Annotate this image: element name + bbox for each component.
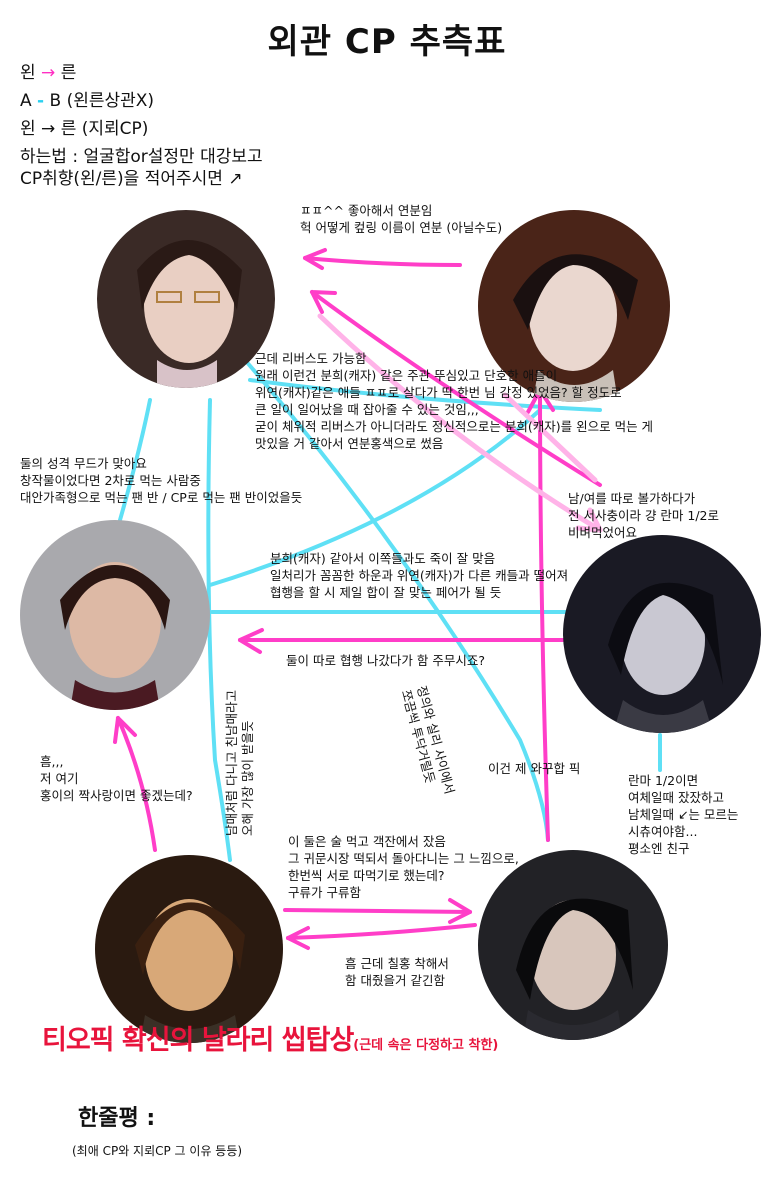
big-red-paren: (근데 속은 다정하고 착한) bbox=[353, 1038, 499, 1053]
note-line: 위연(캐자)같은 애들 ㅍㅍ로 살다가 딱 한번 님 감정 있었음? 할 정도로 bbox=[255, 385, 622, 400]
note-line: 란마 1/2이면 bbox=[628, 773, 699, 788]
note-line: 흠,,, bbox=[40, 754, 64, 769]
note-line: 둘의 성격 무드가 맞아요 bbox=[20, 456, 147, 471]
note-bottom-mid-2: 흠 근데 칠홍 착해서 함 대줬을거 같긴함 bbox=[345, 955, 449, 989]
note-line: 이 둘은 술 먹고 객잔에서 잤음 bbox=[288, 834, 446, 849]
note-line: 한번씩 서로 따먹기로 했는데? bbox=[288, 868, 445, 883]
legend-left-label: 왼 bbox=[20, 63, 36, 83]
avatar-mid-left bbox=[20, 520, 210, 710]
legend-line-1: 왼 → 른 bbox=[20, 62, 76, 84]
avatar-top-left bbox=[97, 210, 275, 388]
legend-how-to: 하는법 : 얼굴합or설정만 대강보고 bbox=[20, 147, 263, 167]
note-left-lower: 흠,,, 저 여기 홍이의 짝사랑이면 좋겠는데? bbox=[40, 753, 193, 804]
legend-a-label: A bbox=[20, 91, 32, 111]
legend-right-label: 른 bbox=[60, 63, 77, 83]
note-line: 큰 일이 일어났을 때 잡아줄 수 있는 것임,,, bbox=[255, 402, 479, 417]
black-arrow-icon: → bbox=[41, 119, 56, 139]
note-line: 일처리가 꼼꼼한 하운과 위연(캐자)가 다른 캐들과 떨어져 bbox=[270, 568, 569, 583]
big-red-caption: 티오픽 확신의 날라리 씹탑상(근데 속은 다정하고 착한) bbox=[42, 1018, 498, 1057]
note-line: 함 대줬을거 같긴함 bbox=[345, 973, 445, 988]
note-line: 전 서사충이라 걍 란마 1/2로 bbox=[568, 508, 720, 523]
avatar-bottom-left bbox=[95, 855, 283, 1043]
note-right-lower: 란마 1/2이면 여체일때 잤잤하고 남체일때 ↙는 모르는 시츄여야함... … bbox=[628, 772, 738, 857]
avatar-bottom-right bbox=[478, 850, 668, 1040]
legend-right-label-3: 른 (지뢰CP) bbox=[60, 119, 149, 139]
page-title: 외관 CP 추측표 bbox=[267, 22, 507, 62]
legend-b-label: B (왼른상관X) bbox=[49, 91, 155, 111]
note-left-mood: 둘의 성격 무드가 맞아요 창작물이었다면 2차로 먹는 사람중 대안가족형으로… bbox=[20, 455, 302, 506]
cyan-dash-icon: - bbox=[37, 91, 45, 111]
note-line: 그 귀문시장 떡되서 돌아다니는 그 느낌으로, bbox=[288, 851, 519, 866]
note-line: 협행을 할 시 제일 합이 잘 맞는 페어가 될 듯 bbox=[270, 585, 502, 600]
note-vertical-left: 남매처럼 다니고 친남매라고 오해 가장 많이 받을듯 bbox=[224, 676, 256, 836]
note-favorite: 이건 제 와꾸합 픽 bbox=[488, 761, 581, 776]
note-line: 구류가 구류함 bbox=[288, 885, 361, 900]
note-line: 분희(캐자) 같아서 이쪽들과도 죽이 잘 맞음 bbox=[270, 551, 496, 566]
legend-line-3: 왼 → 른 (지뢰CP) bbox=[20, 118, 148, 140]
avatar-mid-right bbox=[563, 535, 761, 733]
note-line: 홍이의 짝사랑이면 좋겠는데? bbox=[40, 788, 193, 803]
note-line: 시츄여야함... bbox=[628, 824, 698, 839]
note-line: 근데 리버스도 가능함 bbox=[255, 351, 367, 366]
note-middle: 분희(캐자) 같아서 이쪽들과도 죽이 잘 맞음 일처리가 꼼꼼한 하운과 위연… bbox=[270, 550, 568, 601]
note-right-gender: 남/여를 따로 볼가하다가 전 서사충이라 걍 란마 1/2로 비벼먹었어요 bbox=[568, 490, 719, 541]
pink-arrow-icon: → bbox=[41, 63, 56, 83]
note-line: 오해 가장 많이 받을듯 bbox=[240, 720, 255, 836]
note-line: 남매처럼 다니고 친남매라고 bbox=[224, 690, 239, 836]
note-line: 비벼먹었어요 bbox=[568, 525, 638, 540]
note-line: 남/여를 따로 볼가하다가 bbox=[568, 491, 696, 506]
legend-instruction: CP취향(왼/른)을 적어주시면 ↗ bbox=[20, 169, 243, 189]
note-line: 흠 근데 칠홍 착해서 bbox=[345, 956, 449, 971]
note-line: 헉 어떻게 컾링 이름이 연분 (아닐수도) bbox=[300, 220, 503, 235]
note-line: 창작물이었다면 2차로 먹는 사람중 bbox=[20, 473, 201, 488]
note-line: 남체일때 ↙는 모르는 bbox=[628, 807, 739, 822]
note-line: 굳이 체위적 리버스가 아니더라도 정신적으로는 분희(캐자)를 왼으로 먹는 … bbox=[255, 419, 654, 434]
note-bottom-mid: 이 둘은 술 먹고 객잔에서 잤음 그 귀문시장 떡되서 돌아다니는 그 느낌으… bbox=[288, 833, 519, 901]
note-line: 대안가족형으로 먹는 팬 반 / CP로 먹는 팬 반이었을듯 bbox=[20, 490, 303, 505]
note-line: 원래 이런건 분희(캐자) 같은 주관 뚜심있고 단호한 애들이 bbox=[255, 368, 558, 383]
note-top-right: ㅍㅍ^^ 좋아해서 연분임 헉 어떻게 컾링 이름이 연분 (아닐수도) bbox=[300, 202, 502, 236]
summary-title: 한줄평 : bbox=[78, 1106, 156, 1131]
legend-line-2: A - B (왼른상관X) bbox=[20, 90, 154, 112]
summary-subtitle: (최애 CP와 지뢰CP 그 이유 등등) bbox=[72, 1144, 243, 1158]
note-middle-bottom: 둘이 따로 협행 나갔다가 함 주무시죠? bbox=[286, 653, 486, 668]
note-line: 맛있을 거 같아서 연분홍색으로 썼음 bbox=[255, 436, 444, 451]
legend-left-label-3: 왼 bbox=[20, 119, 36, 139]
big-red-main: 티오픽 확신의 날라리 씹탑상 bbox=[42, 1025, 354, 1056]
note-line: ㅍㅍ^^ 좋아해서 연분임 bbox=[300, 203, 433, 218]
note-line: 저 여기 bbox=[40, 771, 79, 786]
avatar-top-right bbox=[478, 210, 670, 402]
note-line: 평소엔 친구 bbox=[628, 841, 690, 856]
note-center-big: 근데 리버스도 가능함 원래 이런건 분희(캐자) 같은 주관 뚜심있고 단호한… bbox=[255, 350, 653, 452]
note-line: 여체일때 잤잤하고 bbox=[628, 790, 724, 805]
